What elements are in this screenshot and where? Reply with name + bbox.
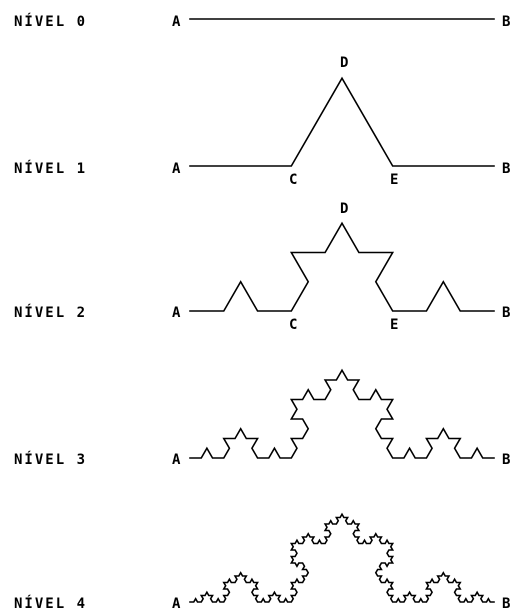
level-2-point-e: E — [390, 317, 398, 333]
level-2-point-a: A — [172, 305, 181, 321]
level-2-curve — [189, 221, 495, 312]
level-4-label: NÍVEL 4 — [14, 595, 87, 612]
level-0: NÍVEL 0 A B — [14, 13, 510, 30]
level-2-point-b: B — [502, 305, 510, 321]
level-1-point-d: D — [340, 55, 348, 71]
level-0-point-a: A — [172, 14, 181, 30]
level-4: NÍVEL 4 A B — [14, 512, 510, 612]
level-4-curve — [189, 512, 495, 603]
level-0-point-b: B — [502, 14, 510, 30]
level-1-point-e: E — [390, 172, 398, 188]
level-1-curve — [189, 76, 495, 167]
level-1-point-a: A — [172, 161, 181, 177]
level-1-label: NÍVEL 1 — [14, 160, 87, 177]
level-2-point-d: D — [340, 201, 348, 217]
level-1-point-c: C — [289, 172, 297, 188]
level-3-curve — [189, 368, 495, 459]
level-3-point-a: A — [172, 452, 181, 468]
level-0-label: NÍVEL 0 — [14, 13, 87, 30]
level-3-label: NÍVEL 3 — [14, 451, 87, 468]
level-2: NÍVEL 2 A B C D E — [14, 201, 510, 333]
level-2-label: NÍVEL 2 — [14, 304, 87, 321]
level-4-point-b: B — [502, 596, 510, 612]
level-1: NÍVEL 1 A B C D E — [14, 55, 510, 188]
level-4-point-a: A — [172, 596, 181, 612]
level-3: NÍVEL 3 A B — [14, 368, 510, 468]
level-2-point-c: C — [289, 317, 297, 333]
level-1-point-b: B — [502, 161, 510, 177]
level-3-point-b: B — [502, 452, 510, 468]
